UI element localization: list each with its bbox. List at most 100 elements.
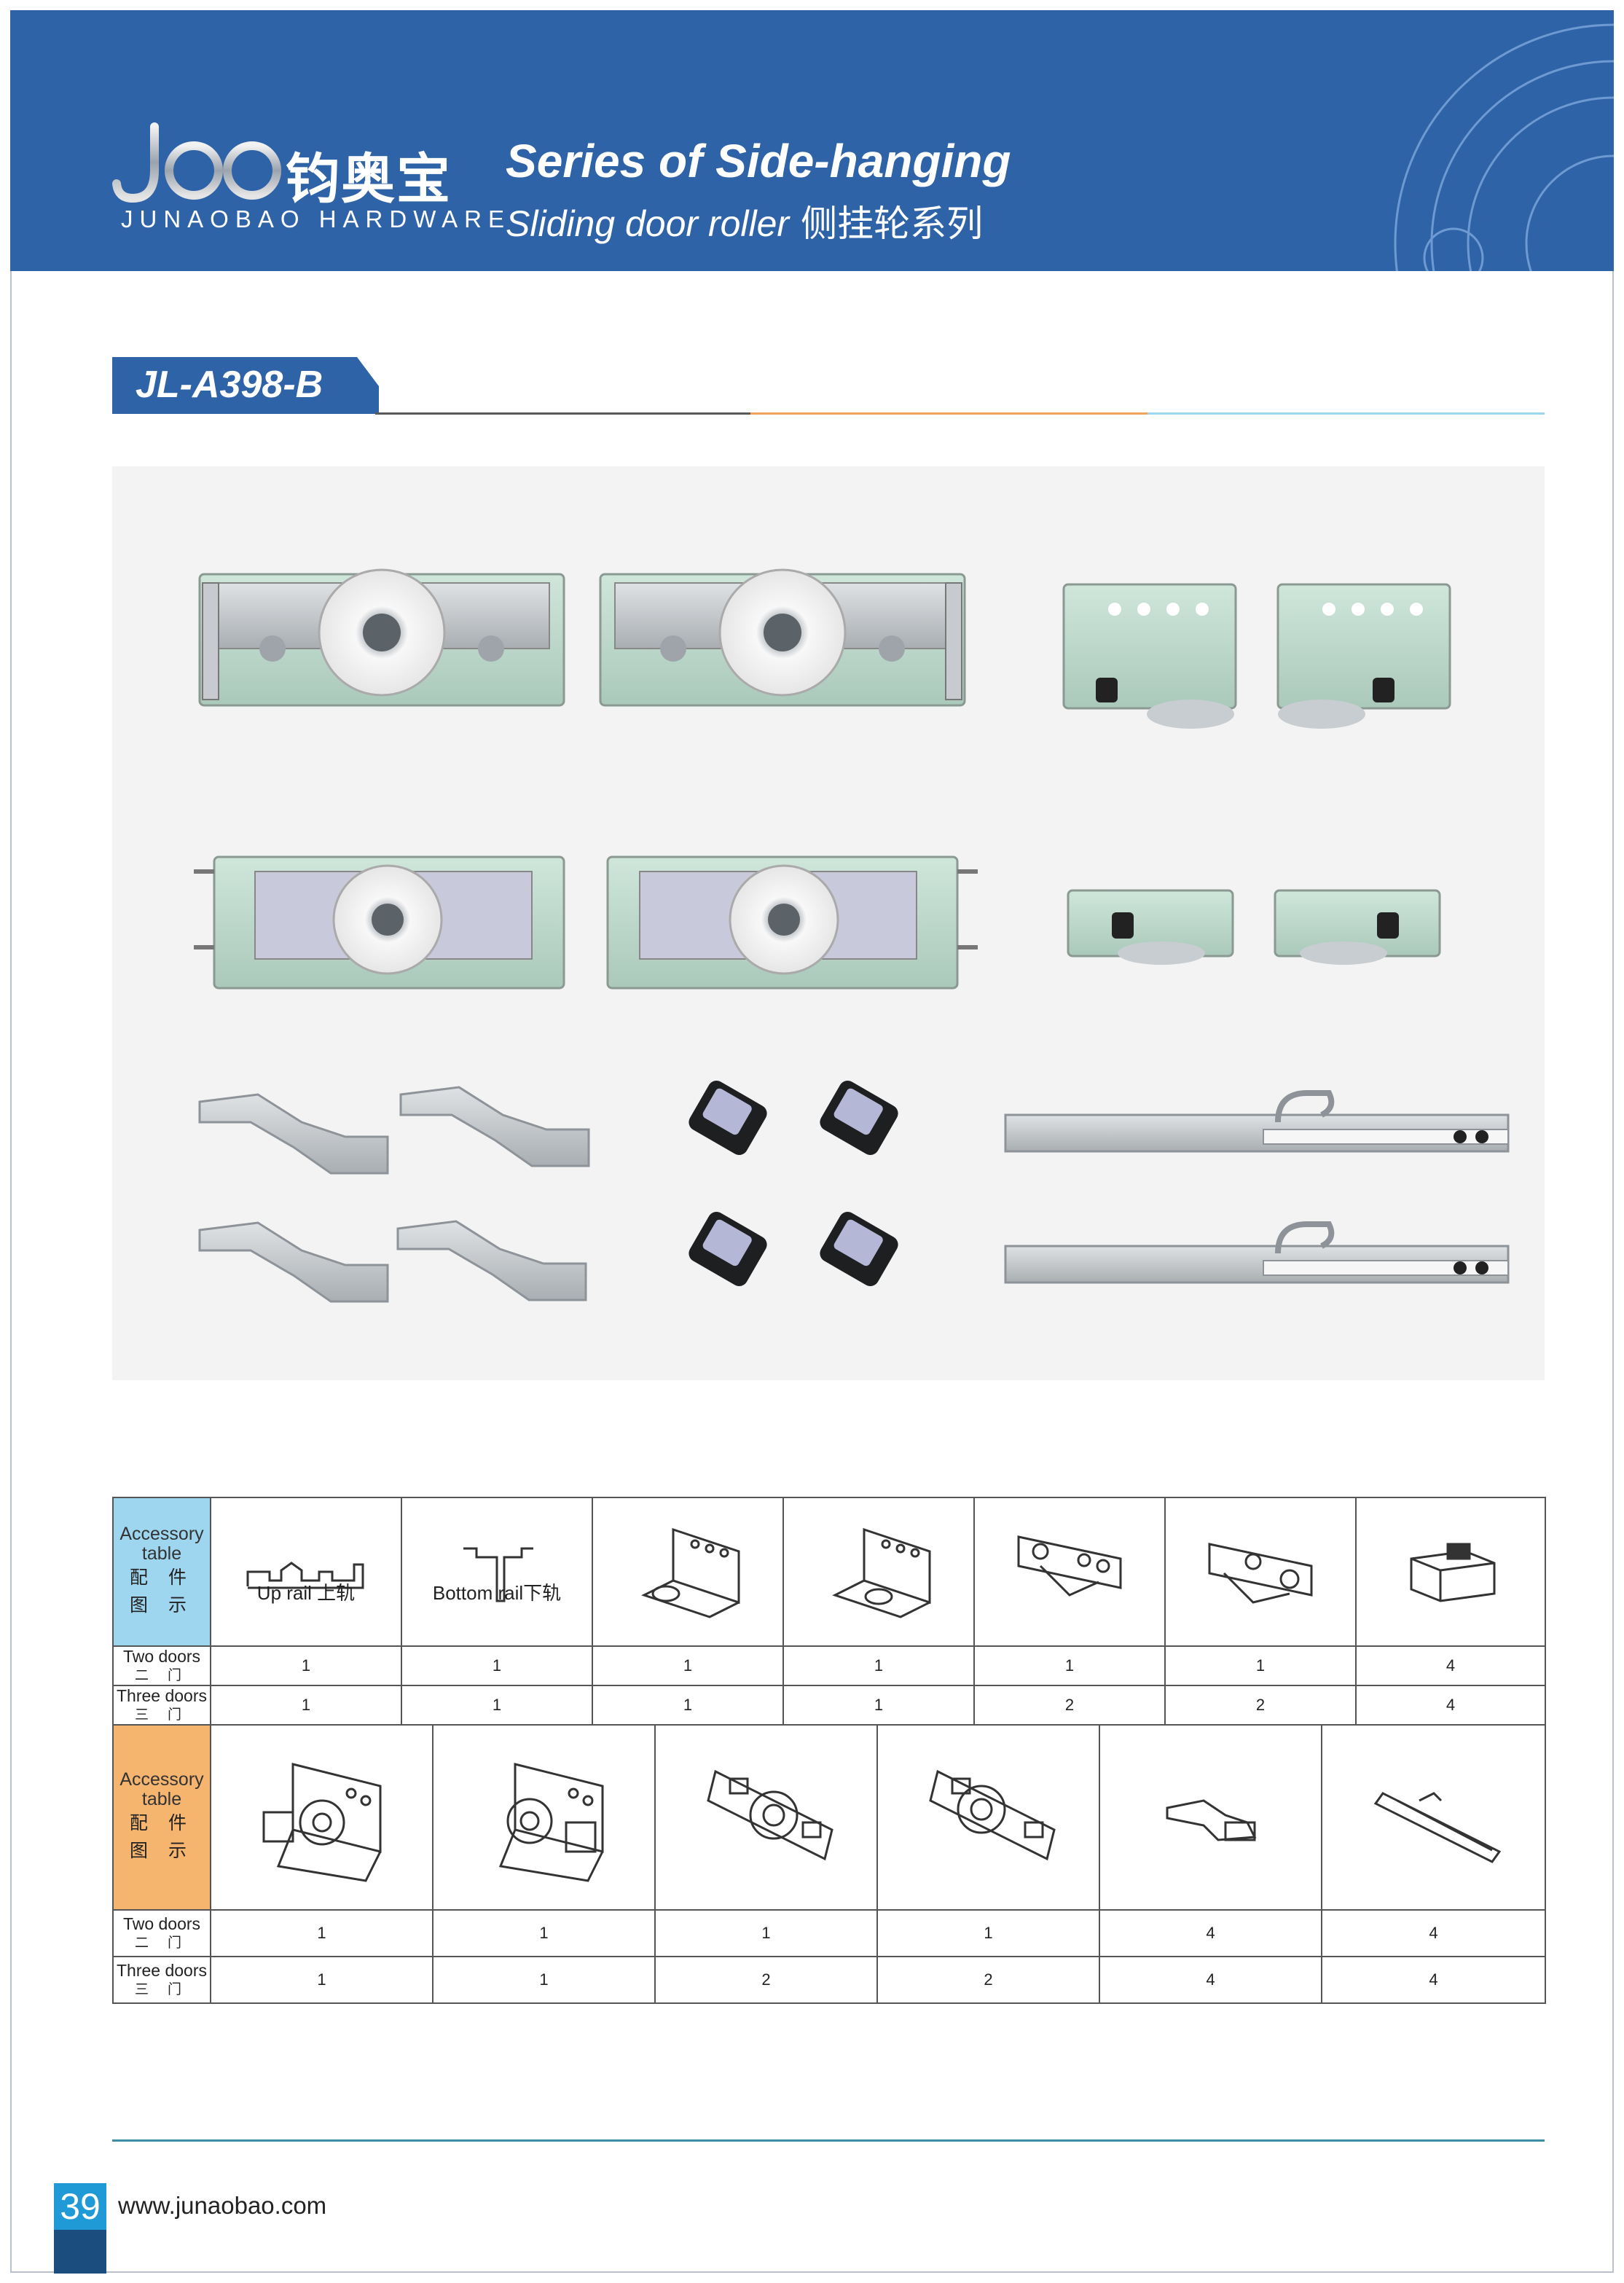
- top-roller-left-icon: [262, 1763, 381, 1882]
- accessory-table-1: Accessory table 配 件 图 示 Up rail 上轨 Botto…: [112, 1497, 1546, 1726]
- table2-three-doors-value: 2: [654, 1956, 878, 2004]
- table2-two-doors-value: 1: [654, 1909, 878, 1957]
- table2-header-cn1: 配 件: [130, 1812, 194, 1833]
- model-tab-shape: [112, 357, 379, 414]
- accessory-table-2: Accessory table 配 件 图 示: [112, 1724, 1546, 2004]
- table1-two-doors-value: 1: [782, 1645, 975, 1686]
- three-doors-label-cn: 三 门: [134, 1706, 189, 1723]
- table2-header-cell: Accessory table 配 件 图 示: [112, 1724, 211, 1911]
- table2-header-cn2: 图 示: [130, 1840, 194, 1861]
- table1-bottom-rail-cell: Bottom rail下轨: [401, 1497, 593, 1647]
- series-title: Series of Side-hanging: [506, 135, 1011, 187]
- up-rail-label-en: Up rail: [256, 1582, 312, 1604]
- bottom-rail-label: Bottom rail下轨: [402, 1578, 592, 1605]
- table1-header-cn2: 图 示: [130, 1594, 194, 1616]
- table1-three-doors-value: 4: [1355, 1685, 1546, 1726]
- clip-hook-icon: [1166, 1799, 1256, 1841]
- table1-angle-bracket-left-cell: [592, 1497, 784, 1647]
- two-doors-label-cn: 二 门: [134, 1934, 189, 1951]
- table1-three-doors-value: 2: [973, 1685, 1166, 1726]
- table1-three-doors-value: 1: [592, 1685, 784, 1726]
- stopper-block-icon: [1410, 1543, 1496, 1602]
- table1-angle-bracket-right-cell: [782, 1497, 975, 1647]
- two-doors-label-en: Two doors: [122, 1914, 201, 1933]
- table2-three-doors-value: 1: [432, 1956, 656, 2004]
- table1-header-cell: Accessory table 配 件 图 示: [112, 1497, 211, 1647]
- table2-two-doors-value: 4: [1321, 1909, 1546, 1957]
- page-number-box: 39: [54, 2183, 106, 2274]
- table2-header-en2: table: [141, 1789, 182, 1809]
- bottom-rail-label-en: Bottom rail: [432, 1582, 524, 1604]
- table2-two-doors-value: 1: [210, 1909, 434, 1957]
- table1-two-doors-value: 1: [401, 1645, 593, 1686]
- three-doors-label-en: Three doors: [116, 1960, 207, 1980]
- table1-three-doors-value: 1: [401, 1685, 593, 1726]
- table2-bottom-roller-right-cell: [876, 1724, 1100, 1911]
- guide-plate-photo-pair: [1067, 889, 1441, 965]
- table2-three-doors-value: 4: [1321, 1956, 1546, 2004]
- table1-header-en1: Accessory: [119, 1524, 204, 1544]
- header-banner: 钧奥宝 JUNAOBAO HARDWARE Series of Side-han…: [10, 10, 1614, 271]
- bottom-roller-left-icon: [706, 1769, 833, 1861]
- table2-two-doors-value: 4: [1099, 1909, 1322, 1957]
- logo-icon: [112, 122, 281, 203]
- bottom-rail-label-cn: 下轨: [523, 1583, 562, 1605]
- decorative-circles: [1394, 23, 1614, 271]
- table1-three-doors-value: 1: [210, 1685, 402, 1726]
- website-link[interactable]: www.junaobao.com: [118, 2192, 327, 2219]
- table1-two-doors-value: 1: [210, 1645, 402, 1686]
- table2-three-doors-value: 4: [1099, 1956, 1322, 2004]
- table1-header-cn1: 配 件: [130, 1567, 194, 1588]
- table2-top-roller-left-cell: [210, 1724, 434, 1911]
- guide-plate-right-icon: [1208, 1543, 1313, 1604]
- table1-three-doors-value: 2: [1164, 1685, 1357, 1726]
- table2-three-doors-value: 1: [210, 1956, 434, 2004]
- table1-up-rail-cell: Up rail 上轨: [210, 1497, 402, 1647]
- table1-three-doors-value: 1: [782, 1685, 975, 1726]
- divider-light-blue: [1148, 412, 1545, 415]
- stopper-block-photos: [689, 1080, 898, 1287]
- table1-guide-plate-right-cell: [1164, 1497, 1357, 1647]
- three-doors-label-en: Three doors: [116, 1685, 207, 1705]
- top-roller-right-photo: [599, 568, 966, 707]
- angle-bracket-left-icon: [641, 1527, 740, 1618]
- brand-name-cn: 钧奥宝: [286, 148, 452, 211]
- divider-orange: [750, 412, 1148, 415]
- page-number: 39: [54, 2183, 106, 2230]
- angle-bracket-photo-pair: [1062, 583, 1451, 729]
- two-doors-label-en: Two doors: [122, 1646, 201, 1666]
- angle-bracket-right-icon: [832, 1527, 931, 1618]
- damper-rail-icon: [1373, 1792, 1501, 1863]
- top-roller-left-photo: [198, 568, 565, 707]
- table1-guide-plate-left-cell: [973, 1497, 1166, 1647]
- table1-two-doors-value: 4: [1355, 1645, 1546, 1686]
- bottom-roller-right-photo: [606, 855, 978, 990]
- two-doors-label-cn: 二 门: [134, 1667, 189, 1683]
- table2-two-doors-value: 1: [432, 1909, 656, 1957]
- table2-two-doors-value: 1: [876, 1909, 1100, 1957]
- table2-header-en1: Accessory: [119, 1769, 204, 1790]
- table1-header-en2: table: [141, 1543, 182, 1564]
- table1-two-doors-value: 1: [973, 1645, 1166, 1686]
- damper-rail-photos: [1004, 1090, 1510, 1284]
- top-roller-right-icon: [498, 1763, 603, 1882]
- footer-divider: [112, 2139, 1545, 2142]
- up-rail-profile-icon: [246, 1562, 364, 1589]
- three-doors-label-cn: 三 门: [134, 1981, 189, 1997]
- brand-name-en: JUNAOBAO HARDWARE: [121, 205, 511, 232]
- bottom-roller-left-photo: [194, 855, 565, 990]
- divider-dark: [375, 412, 750, 415]
- table1-two-doors-value: 1: [592, 1645, 784, 1686]
- product-photo-area: [112, 466, 1545, 1380]
- clip-hook-photos: [198, 1086, 590, 1303]
- table2-top-roller-right-cell: [432, 1724, 656, 1911]
- up-rail-label-cn: 上轨: [317, 1583, 356, 1605]
- table2-clip-hook-cell: [1099, 1724, 1322, 1911]
- up-rail-label: Up rail 上轨: [211, 1578, 401, 1605]
